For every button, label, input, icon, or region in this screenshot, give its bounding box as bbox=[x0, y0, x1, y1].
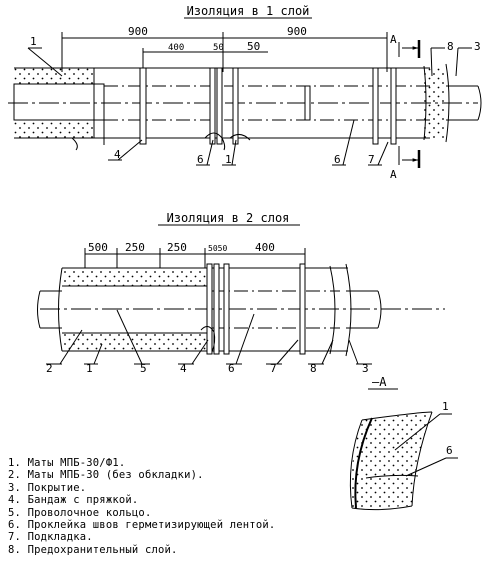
dim-250-a: 250 bbox=[125, 241, 145, 254]
callout-8: 8 bbox=[447, 40, 454, 53]
legend-list: 1. Маты МПБ-30/Ф1. 2. Маты МПБ-30 (без о… bbox=[8, 457, 275, 556]
section-callout-6: 6 bbox=[446, 444, 453, 457]
dim-500: 500 bbox=[88, 241, 108, 254]
legend-item: 6. Проклейка швов герметизирующей лентой… bbox=[8, 519, 276, 532]
callout-8-row2: 8 bbox=[310, 362, 317, 375]
callout-1-top: 1 bbox=[30, 35, 37, 48]
figure-2: Изоляция в 2 слоя 500 250 250 5050 400 bbox=[37, 211, 445, 375]
legend-item: 2. Маты МПБ-30 (без обкладки). bbox=[8, 469, 204, 482]
dim-900-left: 900 bbox=[128, 25, 148, 38]
legend-item: 1. Маты МПБ-30/Ф1. bbox=[8, 457, 126, 469]
figure-2-title: Изоляция в 2 слоя bbox=[167, 211, 290, 225]
callout-6-left: 6 bbox=[197, 153, 204, 166]
dim-250-b: 250 bbox=[167, 241, 187, 254]
dim-400: 400 bbox=[168, 43, 184, 53]
dim-900-right: 900 bbox=[287, 25, 307, 38]
section-a: –А 1 6 bbox=[349, 375, 458, 511]
callout-6-right: 6 bbox=[334, 153, 341, 166]
callout-1-bottom: 1 bbox=[225, 153, 232, 166]
legend-item: 8. Предохранительный слой. bbox=[8, 543, 178, 556]
section-mark-bottom: А bbox=[390, 168, 397, 181]
figure-1: Изоляция в 1 слой 900 900 400 50 50 bbox=[8, 4, 482, 181]
callout-3: 3 bbox=[474, 40, 481, 53]
legend-item: 7. Подкладка. bbox=[8, 531, 93, 544]
callout-1-row2: 1 bbox=[86, 362, 93, 375]
callout-4: 4 bbox=[114, 148, 121, 161]
dim-50-a: 50 bbox=[213, 43, 224, 53]
callout-4-row2: 4 bbox=[180, 362, 187, 375]
dim-50-b: 50 bbox=[247, 40, 260, 53]
figure-1-title: Изоляция в 1 слой bbox=[187, 4, 310, 18]
legend-item: 3. Покрытие. bbox=[8, 481, 87, 494]
legend-item: 4. Бандаж с пряжкой. bbox=[8, 494, 139, 507]
callout-6-row2: 6 bbox=[228, 362, 235, 375]
callout-5: 5 bbox=[140, 362, 147, 375]
section-mark-top: А bbox=[390, 33, 397, 46]
legend-item: 5. Проволочное кольцо. bbox=[8, 506, 152, 519]
callout-7-row2: 7 bbox=[270, 362, 277, 375]
dim-400-row2: 400 bbox=[255, 241, 275, 254]
section-callout-1: 1 bbox=[442, 400, 449, 413]
callout-2: 2 bbox=[46, 362, 53, 375]
callout-7: 7 bbox=[368, 153, 375, 166]
section-title: –А bbox=[372, 375, 387, 389]
callout-3-row2: 3 bbox=[362, 362, 369, 375]
dim-5050: 5050 bbox=[208, 244, 227, 253]
